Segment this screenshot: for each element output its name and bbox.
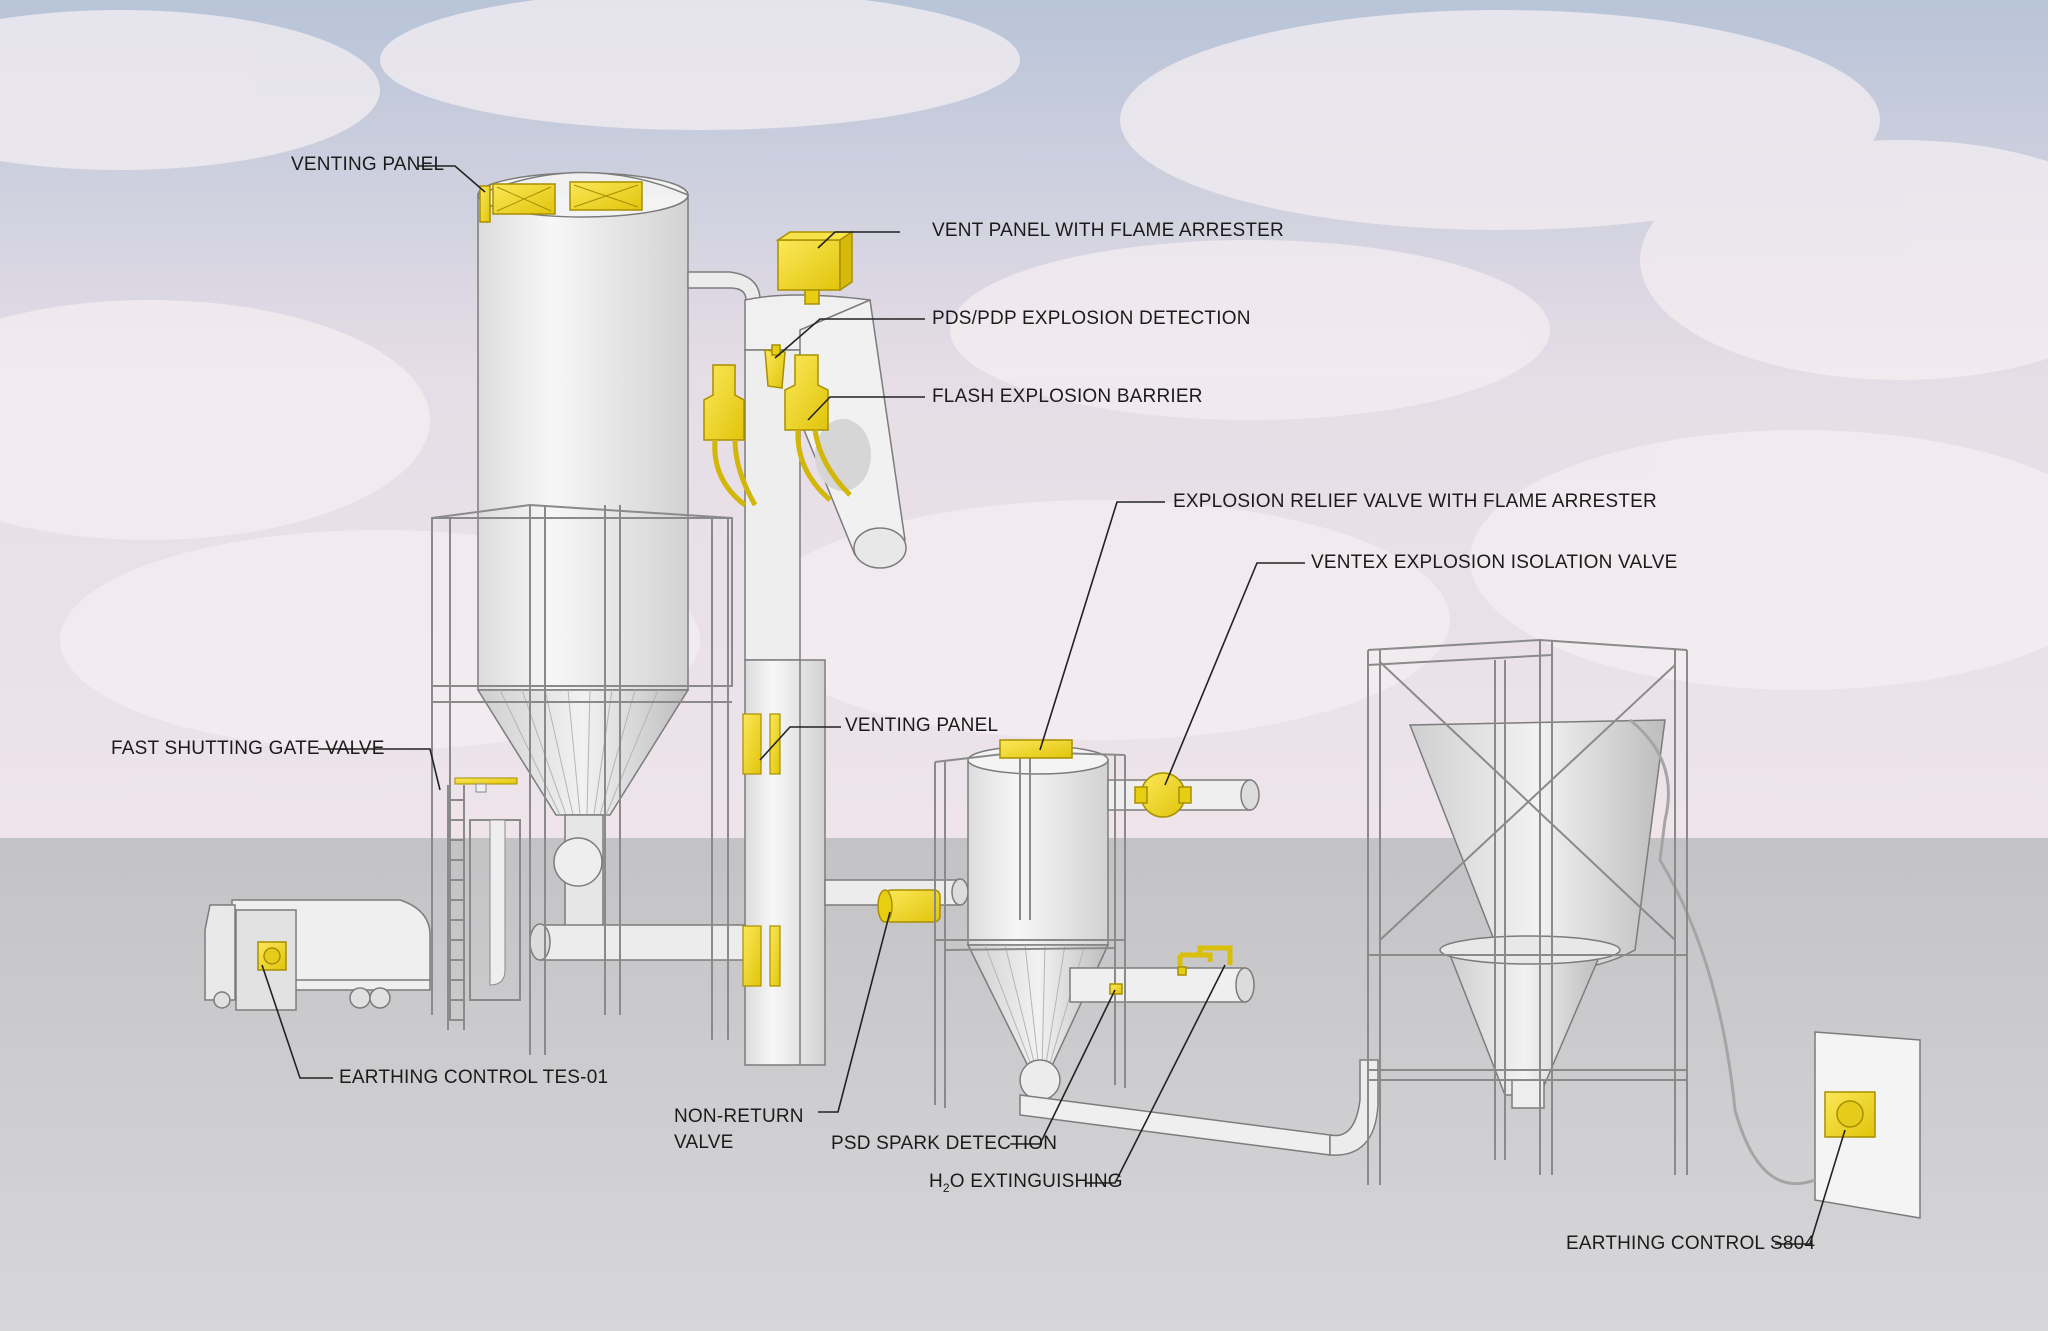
label-earthing-s804: EARTHING CONTROL S804 [1566,1233,1816,1254]
h2o-subscript: 2 [942,1180,950,1195]
ladder [447,785,465,1030]
h2o-text-a: H [929,1171,943,1192]
label-psd-spark-detection: PSD SPARK DETECTION [831,1133,1058,1154]
tower-venting-panels [742,713,781,987]
label-earthing-tes-01: EARTHING CONTROL TES-01 [339,1067,609,1088]
label-fast-shutting-gate-valve: FAST SHUTTING GATE VALVE [111,738,385,759]
label-pds-pdp-detection: PDS/PDP EXPLOSION DETECTION [932,308,1251,329]
bag-station [1408,718,1737,1111]
bag-frame [1367,639,1688,1185]
earthing-board [1733,1031,1921,1219]
label-vent-panel-flame-arrester: VENT PANEL WITH FLAME ARRESTER [932,220,1284,241]
ventex-valve [1134,772,1192,818]
relief-frame [934,751,1126,1108]
label-ventex-valve: VENTEX EXPLOSION ISOLATION VALVE [1311,552,1678,573]
tanker-truck [204,899,431,1011]
cyclone-tower [687,271,969,1066]
label-non-return-valve-line1: NON-RETURN [674,1106,804,1127]
silo-venting-panels [479,181,643,223]
non-return-valve [877,889,941,923]
vent-flame-arrester [775,230,855,305]
label-h2o-extinguishing: H2O EXTINGUISHING [929,1170,1123,1200]
leader-lines [261,165,1846,1245]
h2o-text-b: O EXTINGUISHING [949,1171,1123,1192]
label-non-return-valve-line2: VALVE [674,1132,734,1153]
label-explosion-relief-valve: EXPLOSION RELIEF VALVE WITH FLAME ARREST… [1173,491,1657,512]
relief-valve [999,739,1073,759]
fast-gate-valve [454,777,521,1001]
label-venting-panel-top: VENTING PANEL [291,154,445,175]
relief-vessel [966,745,1379,1156]
label-venting-panel-mid: VENTING PANEL [845,715,999,736]
silo-frame [431,504,733,1055]
psd-h2o [1109,945,1233,995]
label-flash-explosion-barrier: FLASH EXPLOSION BARRIER [932,386,1203,407]
clouds [0,0,2048,750]
explosion-detectors [764,344,786,389]
